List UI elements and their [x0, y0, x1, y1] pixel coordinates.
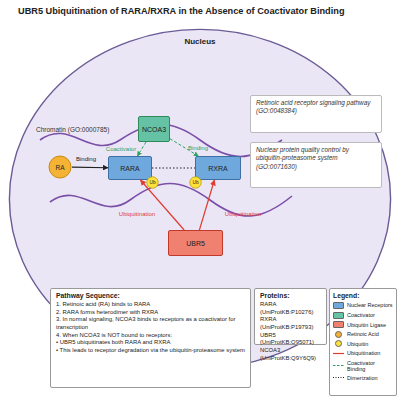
node-text: NCOA3 (UniProtKB:Q9Y6Q9) — [260, 347, 321, 362]
legend-line — [333, 377, 344, 378]
node-text: Ub — [149, 180, 155, 185]
node-text: RARA — [120, 165, 139, 172]
ligand-circle: RA — [48, 155, 72, 179]
node-text: RXRA — [208, 165, 227, 172]
receptor-box: RXRA — [195, 156, 241, 180]
pathway-sequence-box: Pathway Sequence: 1. Retinoic acid (RA) b… — [50, 288, 251, 388]
box-heading: Proteins: — [260, 292, 321, 299]
legend-line — [333, 365, 344, 366]
legend-swatch — [333, 302, 344, 309]
node-text: 3. In normal signaling, NCOA3 binds to r… — [56, 316, 245, 331]
receptor-box: RARA — [108, 156, 152, 180]
legend-row: Dimerization — [333, 374, 393, 381]
legend-row: Coactivator — [333, 312, 393, 319]
node-text: UBR5 (UniProtKB:O95071) — [260, 332, 321, 347]
ligand-circle-shape — [49, 156, 71, 178]
legend-line-sample — [333, 374, 344, 381]
legend-text: Nuclear Receptors — [347, 302, 393, 308]
node-text: • UBR5 ubiquitinates both RARA and RXRA — [56, 339, 245, 347]
node-text: • This leads to receptor degradation via… — [56, 347, 245, 355]
connector — [199, 180, 214, 230]
legend-swatch-circle — [335, 331, 342, 338]
node-text: RXRA (UniProtKB:P19793) — [260, 316, 321, 331]
node-text: RARA (UniProtKB:P10276) — [260, 301, 321, 316]
legend-line-sample — [333, 350, 344, 357]
legend-row: Nuclear Receptors — [333, 302, 393, 309]
edge-label: Coactivator — [106, 146, 136, 152]
legend-text: Coactivator Binding — [347, 360, 393, 372]
node-text: Nucleus — [8, 37, 392, 46]
node-text: Ub — [192, 180, 198, 185]
edge-label: Binding — [188, 145, 208, 151]
legend-heading: Legend: — [333, 292, 393, 299]
connector — [152, 167, 195, 168]
legend-row: Ubiquitin Ligase — [333, 321, 393, 328]
ubiquitin-circle: Ub — [146, 176, 159, 189]
ubiquitin-circle: Ub — [189, 176, 202, 189]
chromatin-label: Chromatin (GO:0000785) — [36, 126, 109, 133]
connector — [140, 180, 184, 230]
legend-text: Ubiquitination — [347, 350, 380, 356]
legend-line-sample — [333, 362, 344, 369]
legend-row: Coactivator Binding — [333, 360, 393, 372]
legend-line — [333, 353, 344, 354]
legend-row: Ubiquitin — [333, 340, 393, 347]
legend-row: Retinoic Acid — [333, 331, 393, 338]
diagram-title: UBR5 Ubiquitination of RARA/RXRA in the … — [18, 6, 398, 16]
nucleus-compartment-shape — [9, 29, 390, 368]
legend-text: Ubiquitin — [347, 341, 368, 347]
box-heading: Pathway Sequence: — [56, 292, 245, 299]
legend-box: Legend: Nuclear ReceptorsCoactivatorUbiqu… — [329, 288, 397, 396]
node-text: RA — [55, 164, 64, 171]
node-text: Retinoic acid receptor signaling pathway… — [256, 99, 376, 116]
node-text: 1. Retinoic acid (RA) binds to RARA — [56, 301, 245, 309]
node-text: 4. When NCOA3 is NOT bound to receptors: — [56, 332, 245, 340]
node-text: NCOA3 — [142, 126, 166, 133]
legend-text: Dimerization — [347, 375, 378, 381]
node-text: Nuclear protein quality control by ubiqu… — [256, 146, 376, 171]
legend-swatch — [333, 321, 344, 328]
go-term-box: Nuclear protein quality control by ubiqu… — [250, 142, 382, 188]
proteins-box: Proteins: RARA (UniProtKB:P10276)RXRA (Un… — [254, 288, 327, 345]
go-term-box: Retinoic acid receptor signaling pathway… — [250, 95, 382, 133]
edge-label: Ubiquitination — [119, 211, 155, 217]
ubiquitin-circle-shape — [190, 177, 201, 188]
edge-label: Ubiquitination — [225, 211, 261, 217]
legend-swatch — [333, 312, 344, 319]
edge-label: Binding — [76, 156, 96, 162]
legend-text: Coactivator — [347, 312, 375, 318]
ubiquitin-circle-shape — [147, 177, 158, 188]
ligase-box: UBR5 — [168, 230, 223, 256]
legend-text: Retinoic Acid — [347, 331, 379, 337]
node-text: 2. RARA forms heterodimer with RXRA — [56, 309, 245, 317]
coactivator-box: NCOA3 — [138, 116, 170, 142]
legend-text: Ubiquitin Ligase — [347, 322, 386, 328]
legend-row: Ubiquitination — [333, 350, 393, 357]
connector — [72, 167, 108, 169]
node-text: UBR5 — [186, 240, 205, 247]
legend-swatch-circle — [335, 340, 342, 347]
connector — [137, 142, 146, 156]
